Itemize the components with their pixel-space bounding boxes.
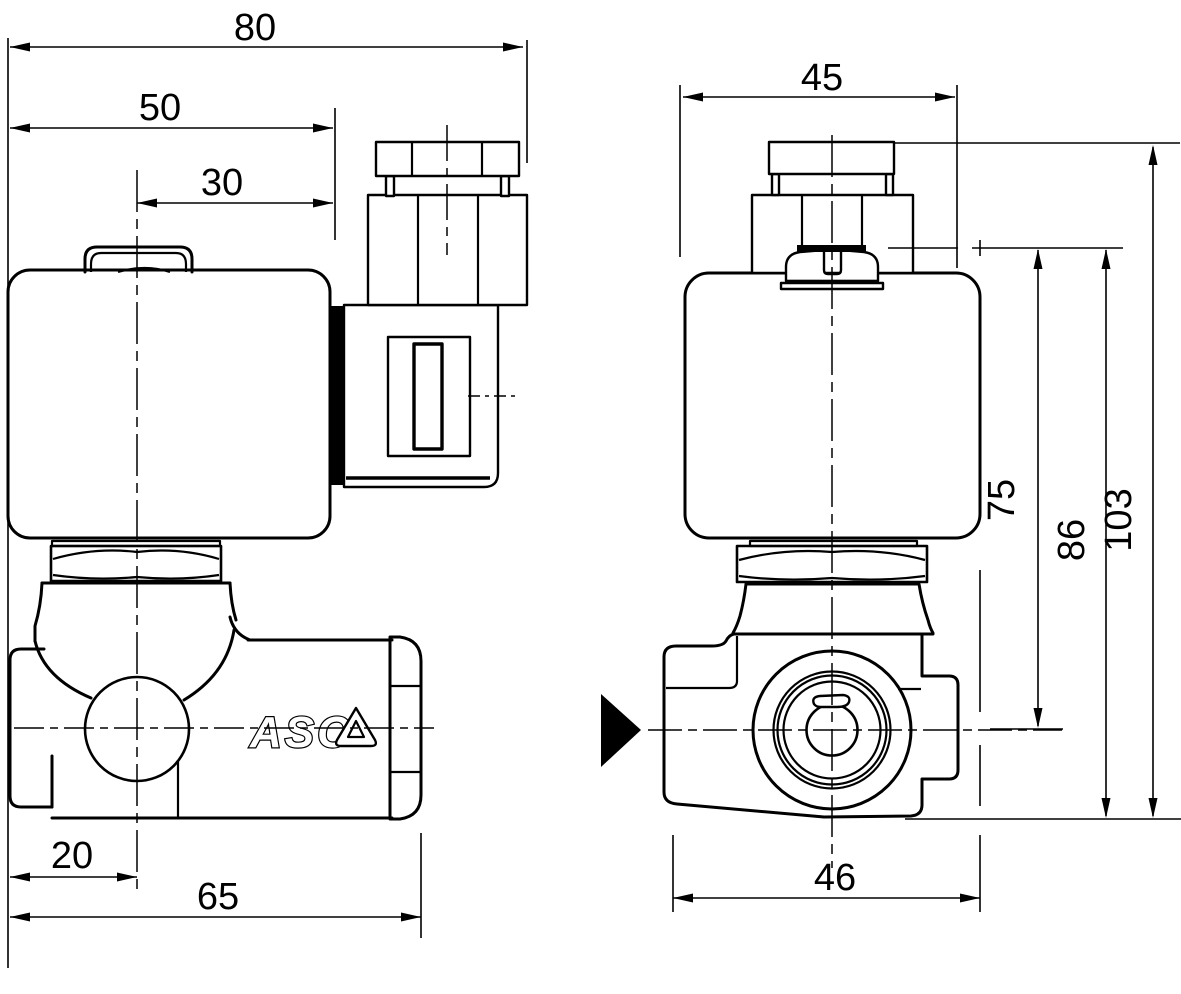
clip-top-bar [797, 245, 866, 252]
valve-body-side [662, 632, 960, 819]
connector-pin [770, 172, 781, 197]
connector-gap-shadow [331, 306, 344, 485]
dim-label-75: 75 [981, 479, 1023, 521]
connector-pin [884, 172, 895, 197]
dimension-80: 80 [10, 7, 523, 52]
body-step-left [666, 636, 739, 690]
dim-label-50: 50 [139, 87, 181, 129]
coil-clip-front [83, 245, 194, 274]
dim-label-20: 20 [51, 835, 93, 877]
connector-pin [384, 174, 396, 198]
din-connector-front [331, 125, 529, 489]
dim-label-86: 86 [1051, 519, 1093, 561]
side-view: 45 75 86 103 46 [601, 57, 1181, 912]
brand-logo: ASC [248, 706, 378, 758]
dim-label-46: 46 [814, 857, 856, 899]
brand-logo-letters: ASC [249, 708, 352, 757]
dimension-75: 75 [981, 249, 1043, 728]
valve-bonnet-side [731, 582, 935, 636]
brand-logo-triangle-icon [334, 706, 378, 748]
dimension-86: 86 [1051, 249, 1111, 818]
dim-label-65: 65 [197, 876, 239, 918]
dimension-46: 46 [673, 857, 980, 903]
connector-pin [499, 174, 511, 198]
dimension-50: 50 [10, 87, 333, 133]
flow-arrow-icon [601, 694, 641, 767]
coil-front [6, 268, 332, 540]
dimension-103: 103 [1098, 145, 1158, 818]
hex-fitting-front [388, 635, 423, 821]
valve-bonnet-front [33, 581, 252, 702]
dimension-45: 45 [683, 57, 955, 102]
valve-body-front [8, 638, 394, 820]
extension-lines-side [672, 85, 1181, 912]
mounting-nut-front [49, 539, 223, 583]
dimension-30: 30 [137, 162, 333, 208]
extension-lines-front [7, 38, 528, 968]
dimension-20: 20 [10, 835, 137, 882]
dim-label-30: 30 [201, 162, 243, 204]
inlet-boss-front [8, 647, 54, 809]
connector-slot [412, 342, 444, 451]
dim-label-103: 103 [1098, 488, 1140, 551]
dim-label-45: 45 [801, 57, 843, 99]
dimension-65: 65 [10, 876, 421, 922]
dim-label-80: 80 [234, 7, 276, 49]
front-view: ASC 80 50 [6, 7, 529, 968]
